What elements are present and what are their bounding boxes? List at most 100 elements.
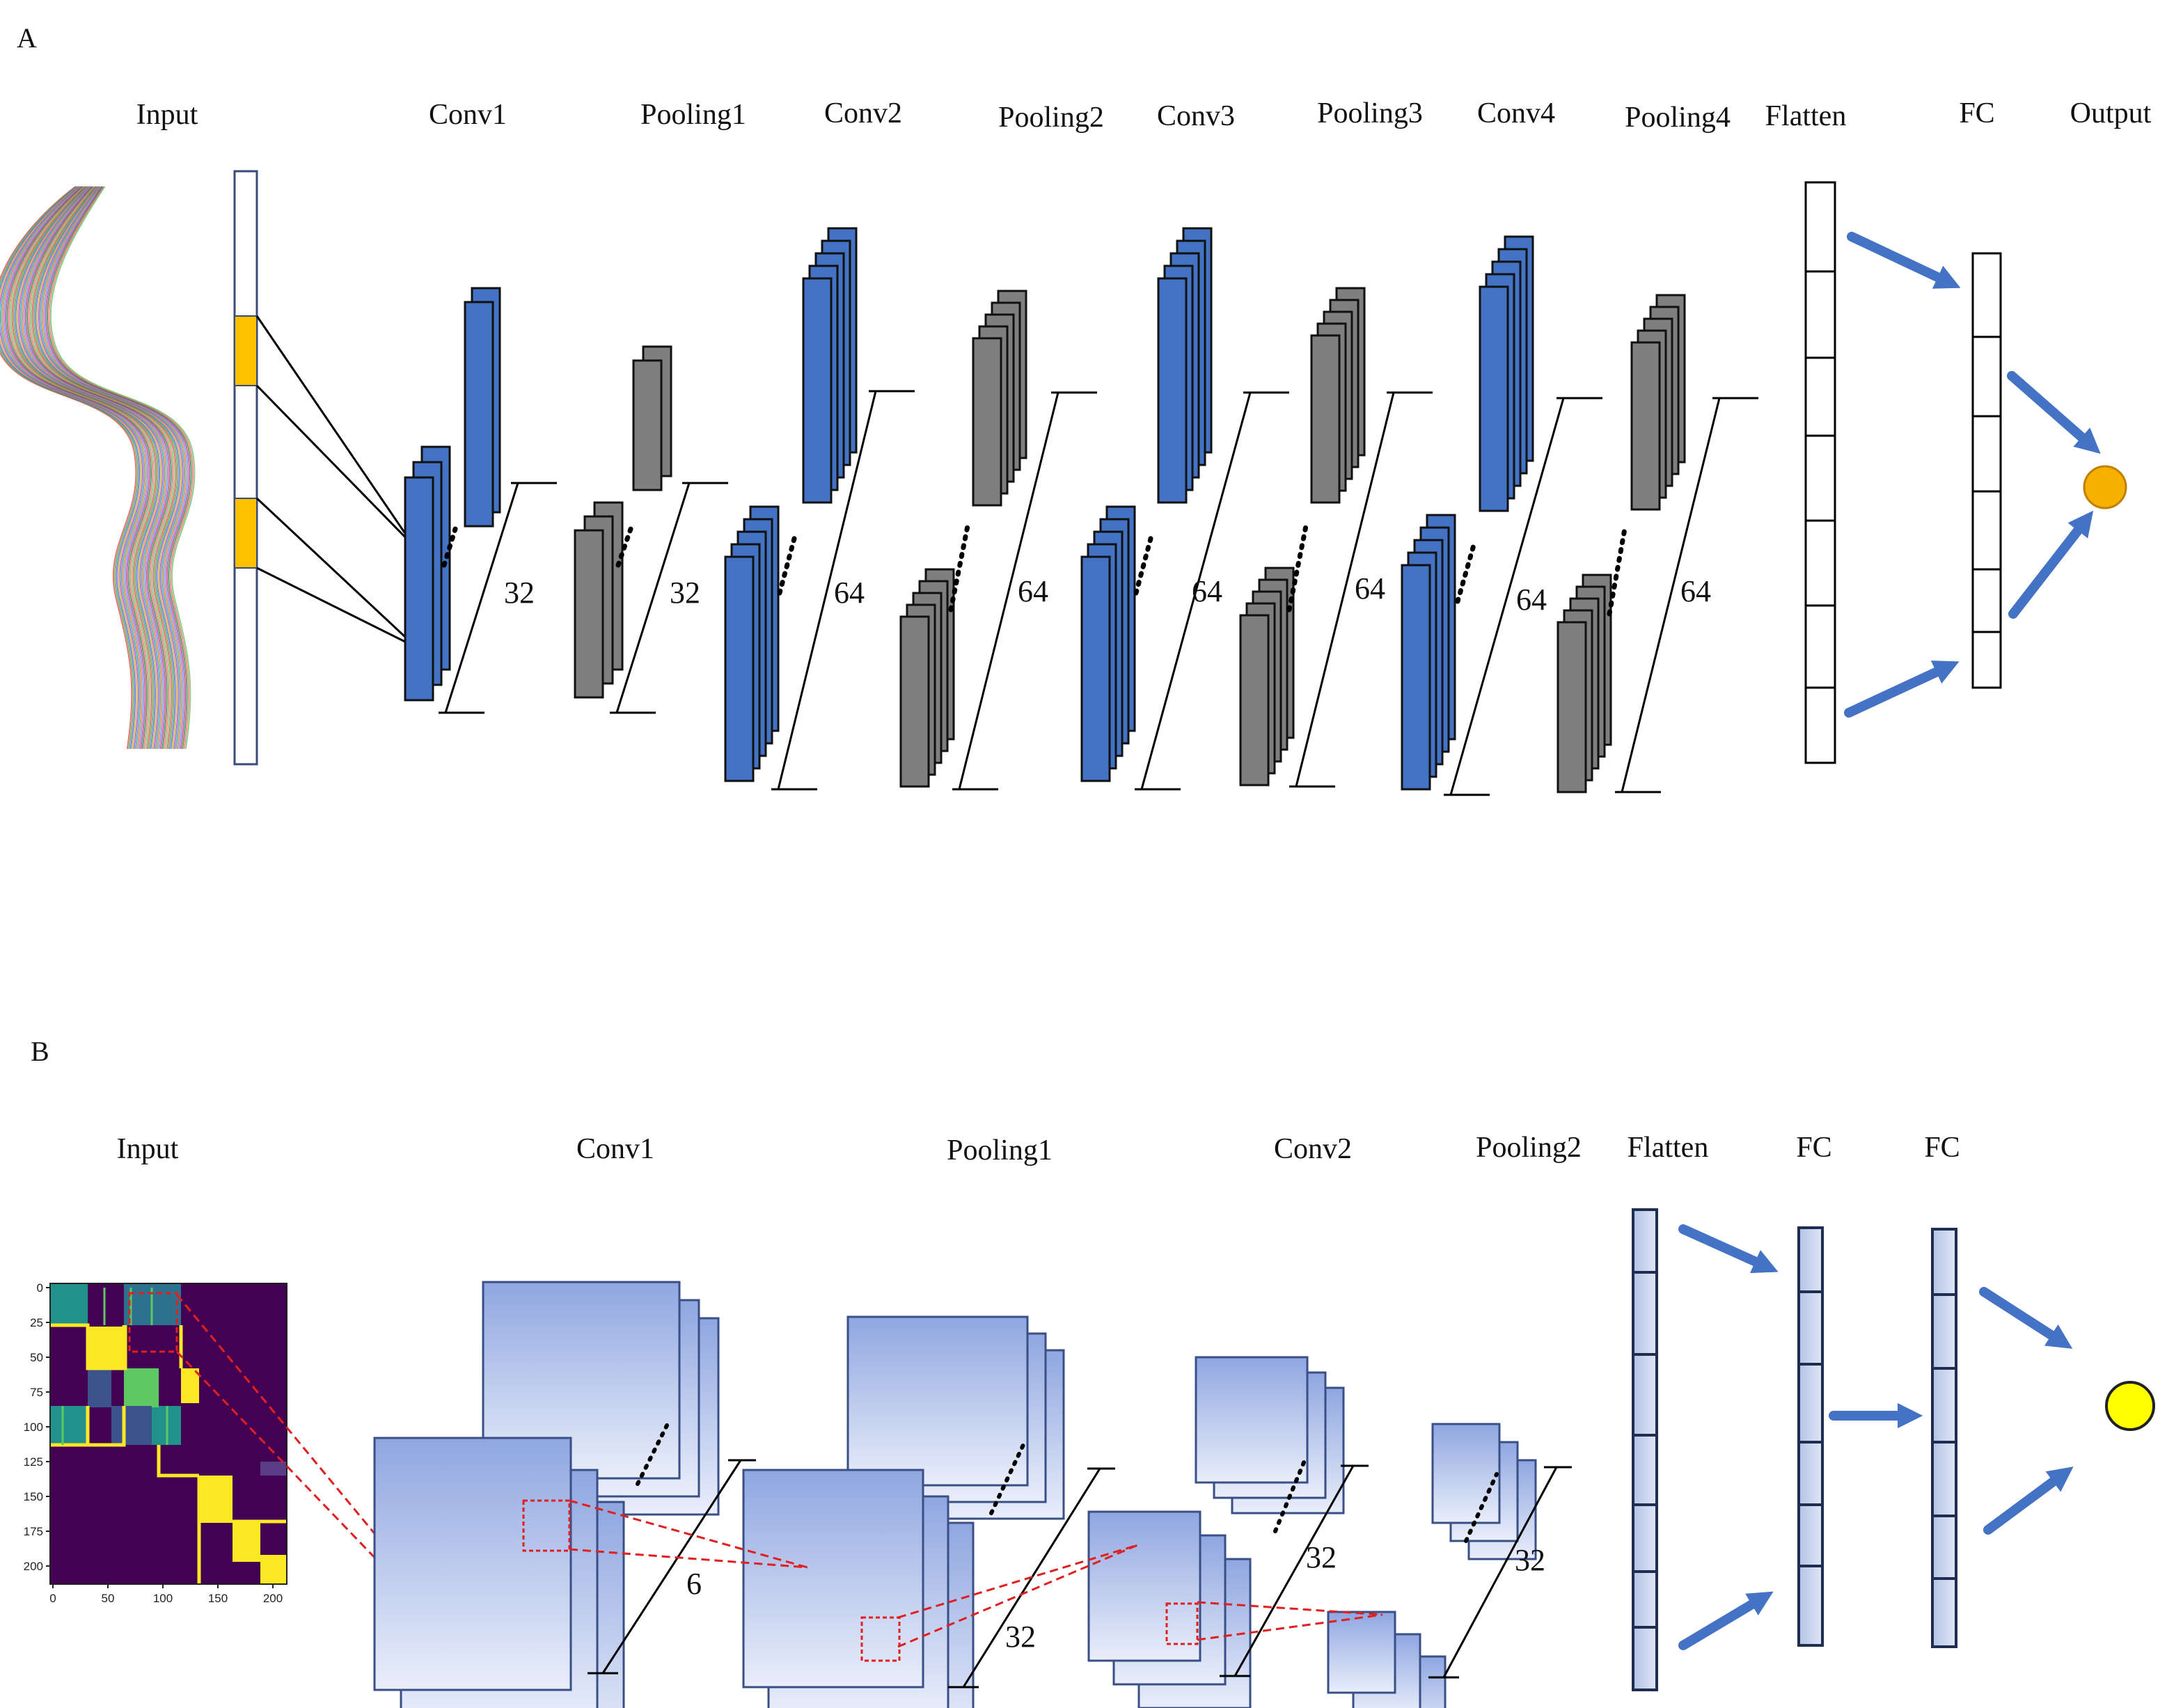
a-conv2-label: Conv2 [824, 97, 902, 129]
a-output-node [2083, 465, 2127, 509]
heatmap-x-tick-label: 100 [153, 1592, 173, 1605]
input-window-2 [234, 498, 258, 569]
b-conv2-label: Conv2 [1274, 1133, 1352, 1165]
a-pooling4-depth-count: 64 [1680, 574, 1711, 608]
b-pooling1-label: Pooling1 [947, 1134, 1053, 1167]
a-arrows [1844, 232, 2101, 718]
a-pooling4-stack-front [1557, 574, 1612, 793]
a-arrow-flatten-fc-bottom [1844, 661, 1960, 718]
b-arrows [1678, 1224, 2074, 1650]
a-conv4-depth: 64 [1444, 397, 1602, 796]
input-signal-curves [0, 186, 196, 750]
a-conv1-depth-count: 32 [504, 576, 535, 610]
a-pooling1-depth-count: 32 [670, 576, 700, 610]
b-conv2-depth [1220, 1464, 1369, 1677]
b-conv2-stack-back [1195, 1356, 1345, 1515]
input-connection-lines [255, 315, 418, 649]
b-pooling2-stack-front [1327, 1611, 1447, 1708]
a-pooling1-label: Pooling1 [640, 99, 746, 131]
b-flatten-column [1632, 1208, 1658, 1691]
heatmap-y-tick-label: 50 [30, 1351, 43, 1364]
b-arrow-fc2-output-top [1979, 1287, 2073, 1349]
a-pooling1-stack-back [632, 345, 672, 491]
b-pooling1-stack-front [742, 1469, 975, 1708]
heatmap-y-tick-label: 125 [24, 1455, 43, 1469]
a-conv4-stack-back [1479, 235, 1534, 512]
heatmap-y-tick-label: 25 [30, 1316, 43, 1329]
b-receptive-field-lines [569, 1499, 1383, 1648]
b-pooling1-receptive-field [860, 1616, 901, 1662]
a-pooling4-depth: 64 [1615, 397, 1758, 793]
b-pooling2-label: Pooling2 [1476, 1132, 1582, 1164]
a-conv1-stack-back [464, 287, 501, 528]
a-pooling1-stack-front [574, 501, 624, 699]
a-pooling2-label: Pooling2 [998, 102, 1104, 134]
a-conv1-label: Conv1 [429, 99, 507, 131]
heatmap-x-tick-label: 150 [208, 1592, 228, 1605]
a-pooling4-label: Pooling4 [1625, 102, 1731, 134]
a-conv1-depth: 32 [439, 482, 557, 714]
a-arrow-fc-output-top [2007, 371, 2101, 454]
a-conv3-stack-back [1157, 227, 1213, 504]
b-pooling2-depth [1428, 1466, 1572, 1679]
a-pooling2-depth: 64 [952, 391, 1097, 791]
panel-a-label: A [17, 22, 37, 54]
b-fc2-column [1931, 1228, 1957, 1648]
a-pooling2-stack-front [899, 568, 955, 788]
b-arrow-flatten-fc1-top [1678, 1224, 1779, 1274]
a-pooling3-label: Pooling3 [1317, 97, 1423, 129]
b-flatten-label: Flatten [1628, 1132, 1709, 1164]
heatmap-y-tick-label: 150 [24, 1490, 43, 1503]
a-conv4-stack-front [1401, 514, 1456, 791]
a-pooling3-stack-front [1239, 567, 1295, 786]
a-conv3-label: Conv3 [1157, 100, 1235, 132]
a-pooling3-stack-back [1310, 287, 1366, 504]
a-conv2-depth: 64 [771, 390, 915, 791]
a-conv1-stack-front [404, 445, 451, 702]
b-conv2-stack-front [1087, 1510, 1252, 1708]
a-flatten-column [1804, 181, 1836, 764]
input-similarity-heatmap: 0 25 50 75 100 125 150 175 200 0 50 100 150 200 [24, 1281, 287, 1605]
heatmap-x-tick-label: 50 [102, 1592, 115, 1605]
b-conv2-receptive-field [1165, 1602, 1199, 1645]
a-conv4-depth-count: 64 [1516, 583, 1547, 617]
a-conv2-stack-front [724, 505, 780, 782]
panel-b: B Input Conv1 Pooling1 Conv2 Pooling2 Fl… [24, 1036, 2155, 1708]
b-fc2-label: FC [1924, 1132, 1960, 1164]
a-arrow-fc-output-bottom [2008, 510, 2094, 619]
heatmap-y-tick-label: 0 [37, 1281, 43, 1295]
b-conv1-label: Conv1 [576, 1133, 654, 1165]
b-arrow-fc2-output-bottom [1983, 1466, 2074, 1535]
a-pooling3-depth-count: 64 [1355, 571, 1385, 606]
heatmap-y-tick-label: 100 [24, 1421, 43, 1434]
b-conv1-depth [588, 1459, 756, 1675]
b-pooling2-stack-back [1431, 1423, 1537, 1560]
heatmap-y-tick-label: 175 [24, 1525, 43, 1538]
a-pooling3-depth: 64 [1289, 391, 1433, 788]
a-conv4-label: Conv4 [1477, 97, 1555, 129]
heatmap-x-tick-label: 200 [263, 1592, 283, 1605]
a-conv3-stack-front [1080, 505, 1136, 782]
a-pooling2-depth-count: 64 [1018, 574, 1048, 608]
a-input-label: Input [136, 99, 198, 131]
b-conv1-receptive-field [522, 1499, 571, 1552]
a-pooling1-depth: 32 [610, 482, 728, 714]
b-pooling1-depth-count: 32 [1005, 1620, 1036, 1654]
b-conv1-stack-front [373, 1437, 625, 1708]
a-conv2-depth-count: 64 [834, 576, 865, 610]
a-conv3-depth: 64 [1135, 391, 1289, 791]
b-fc1-label: FC [1796, 1132, 1831, 1164]
b-arrow-flatten-fc1-bottom [1678, 1591, 1774, 1650]
heatmap-y-tick-label: 75 [30, 1386, 43, 1399]
a-conv2-stack-back [802, 227, 858, 504]
panel-b-label: B [31, 1036, 49, 1067]
a-arrow-flatten-fc-top [1847, 232, 1961, 289]
a-fc-label: FC [1959, 97, 1994, 129]
a-output-label: Output [2070, 97, 2152, 129]
heatmap-x-tick-label: 0 [49, 1592, 56, 1605]
b-input-label: Input [117, 1133, 179, 1165]
a-pooling2-stack-back [972, 290, 1027, 507]
heatmap-y-tick-label: 200 [24, 1560, 43, 1573]
b-pooling2-depth-count: 32 [1515, 1543, 1545, 1577]
